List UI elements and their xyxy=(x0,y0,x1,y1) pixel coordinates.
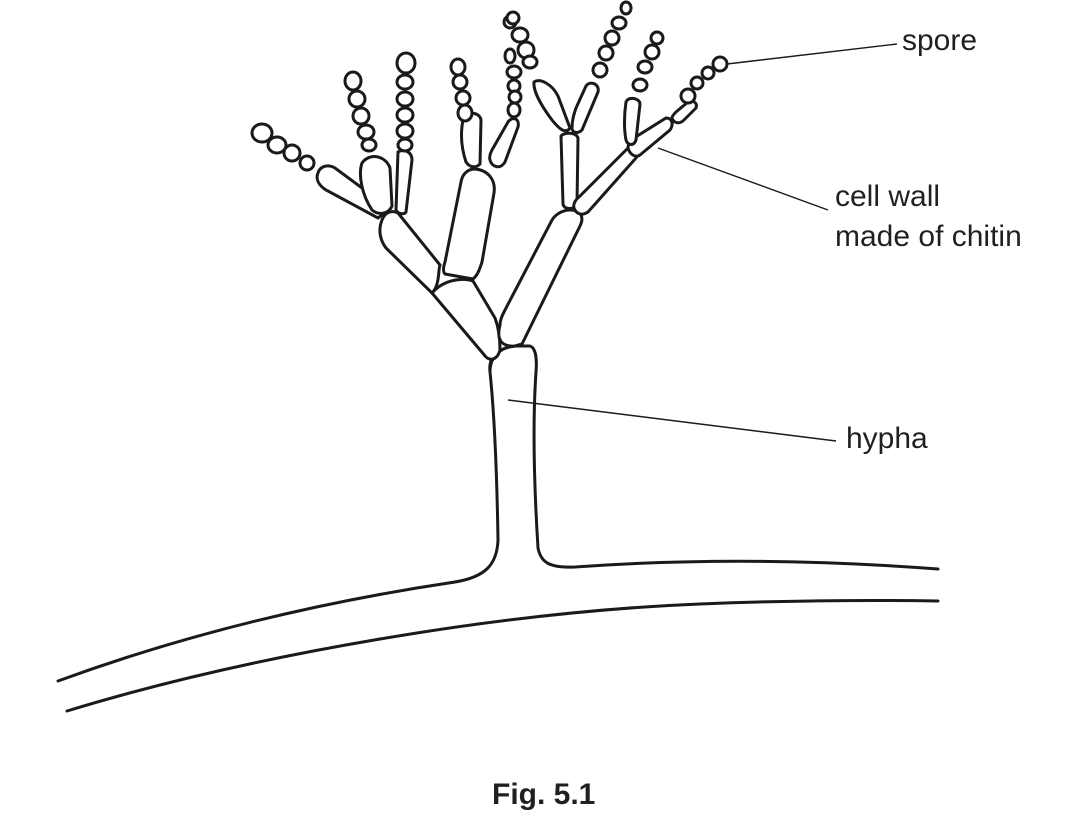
spore xyxy=(360,137,378,153)
spore xyxy=(356,123,376,141)
spore xyxy=(521,54,539,70)
spore xyxy=(395,106,415,124)
hypha-leader-line xyxy=(507,399,837,442)
spore xyxy=(395,122,415,140)
spore xyxy=(266,135,288,155)
spore-chains xyxy=(250,0,729,172)
spore xyxy=(636,59,654,75)
spore xyxy=(456,103,474,123)
label-hypha: hypha xyxy=(846,422,928,455)
spore xyxy=(395,51,417,75)
spore xyxy=(343,70,363,92)
spore xyxy=(700,65,716,81)
spore xyxy=(631,77,649,93)
spore xyxy=(503,47,517,65)
spore xyxy=(505,64,523,80)
spore xyxy=(454,89,472,107)
spore xyxy=(347,89,367,109)
spore xyxy=(649,30,665,46)
spore xyxy=(591,61,609,79)
spore xyxy=(510,26,530,44)
spore xyxy=(451,73,469,91)
spore xyxy=(282,143,302,163)
spore xyxy=(396,137,414,153)
spore xyxy=(689,75,705,91)
cell-wall-leader-line xyxy=(657,147,829,211)
spore xyxy=(679,87,697,105)
main-hypha-right-wall xyxy=(532,370,940,571)
spore xyxy=(505,10,521,26)
spore xyxy=(603,29,621,47)
spore xyxy=(610,15,628,31)
spore xyxy=(711,55,729,73)
label-spore: spore xyxy=(902,24,978,57)
spore xyxy=(449,57,467,77)
spore xyxy=(619,0,633,16)
spore xyxy=(507,89,523,105)
spore xyxy=(506,101,522,119)
spore xyxy=(395,90,415,108)
branch-cells xyxy=(315,79,698,361)
spore xyxy=(597,44,615,62)
figure-caption: Fig. 5.1 xyxy=(492,778,596,811)
label-cell-wall-line2: made of chitin xyxy=(835,220,1022,253)
main-hypha-upper-wall xyxy=(56,538,500,683)
stalk-left-wall xyxy=(488,344,517,542)
spore xyxy=(643,43,661,61)
main-hypha-lower-wall xyxy=(65,598,940,713)
spore xyxy=(298,154,316,172)
spore xyxy=(250,122,274,144)
label-cell-wall-line1: cell wall xyxy=(835,180,941,213)
spore xyxy=(351,106,371,126)
spore xyxy=(395,73,415,91)
spore-leader-line xyxy=(726,43,898,65)
label-cell-wall: cell wall made of chitin xyxy=(835,180,1022,254)
